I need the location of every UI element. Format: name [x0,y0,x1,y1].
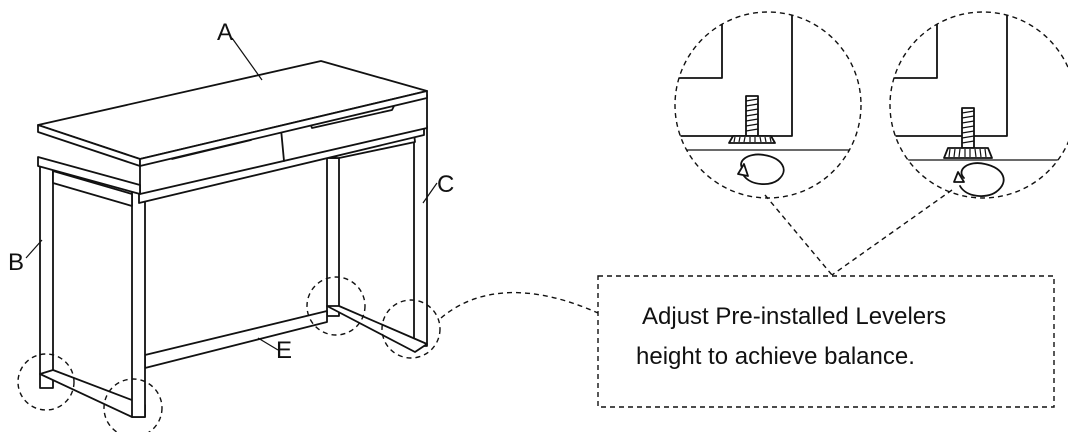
detail-right-circle [889,11,1068,199]
detail-right-lower-panel [890,12,1008,137]
leader-a [231,37,263,81]
instruction-callout: Adjust Pre-installed Levelers height to … [597,275,1055,408]
detail-right-arrow-head [953,171,965,183]
connector-desk-to-callout [440,291,599,319]
leveler-marker-rear-inner [306,276,366,336]
detail-left-thread [745,98,759,132]
leveler-marker-rear-right [381,299,441,359]
detail-view-leveler-right [889,11,1068,199]
right-inner-post [326,157,340,317]
label-e: E [276,337,292,364]
top-right-edge [139,90,428,167]
right-leg-frame-c [326,125,428,353]
callout-box [597,275,1055,408]
callout-line-2: height to achieve balance. [636,343,915,370]
label-b: B [8,249,24,276]
cabinet-side [37,156,141,195]
desk-illustration [17,37,441,437]
leader-e [257,337,279,351]
front-post [131,191,146,418]
detail-right-rotation-arrow [959,162,1005,197]
leveler-marker-front-right [103,378,163,437]
left-leg-frame-b [39,162,146,418]
right-bottom-rail [326,305,428,353]
detail-left-knurl [733,136,772,143]
label-c: C [437,171,454,198]
detail-left-rotation-arrow [740,153,785,185]
connector-left-detail [764,194,833,276]
desktop-top-a [37,60,428,167]
detail-right-knurl [948,148,987,158]
detail-left-upper-panel [675,12,723,79]
connector-right-detail [831,189,953,276]
label-a: A [217,19,233,46]
leveler-marker-front-left [17,353,75,411]
bottom-stretcher-e [144,310,328,369]
detail-left-lower-panel [675,12,793,137]
left-top-rail [52,170,133,207]
right-rear-post [413,125,428,347]
leader-b [25,239,43,259]
leader-c [422,182,438,204]
detail-right-upper-panel [890,12,938,79]
drawer-divider [280,128,285,162]
detail-right-thread [961,110,975,144]
detail-left-foot [728,135,776,144]
stretcher-bar [144,310,328,369]
detail-view-leveler-left [674,11,862,199]
left-bottom-rail [39,369,146,418]
callout-line-1: Adjust Pre-installed Levelers [642,303,946,330]
detail-left-arrow-head [737,163,749,177]
leveler-markers [17,276,441,437]
